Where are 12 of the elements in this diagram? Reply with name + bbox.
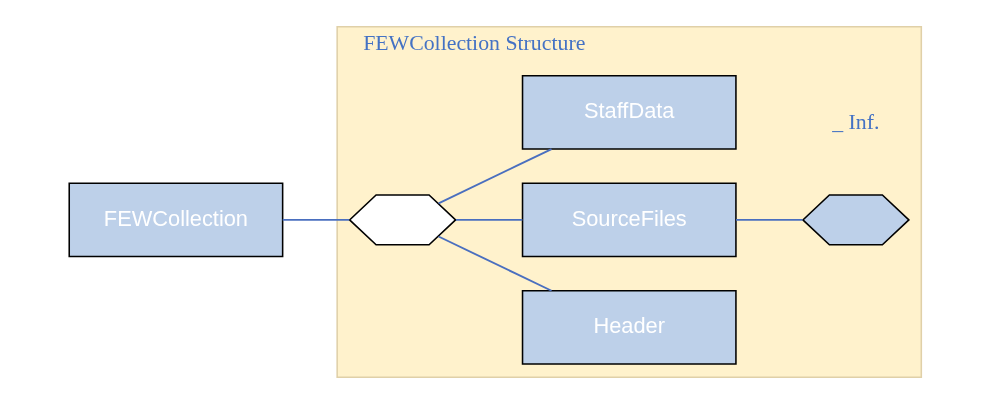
connector <box>437 148 553 205</box>
node-hexagon <box>348 194 457 246</box>
node-box: StaffData <box>521 75 737 150</box>
node-box: Header <box>521 290 737 365</box>
node-hexagon <box>801 194 910 246</box>
connector <box>281 218 351 221</box>
connector <box>735 218 804 221</box>
connector <box>437 235 553 292</box>
connector <box>455 218 524 221</box>
node-box: FEWCollection <box>68 182 284 258</box>
label: _ Inf. <box>832 110 880 135</box>
node-box: SourceFiles <box>521 182 737 258</box>
